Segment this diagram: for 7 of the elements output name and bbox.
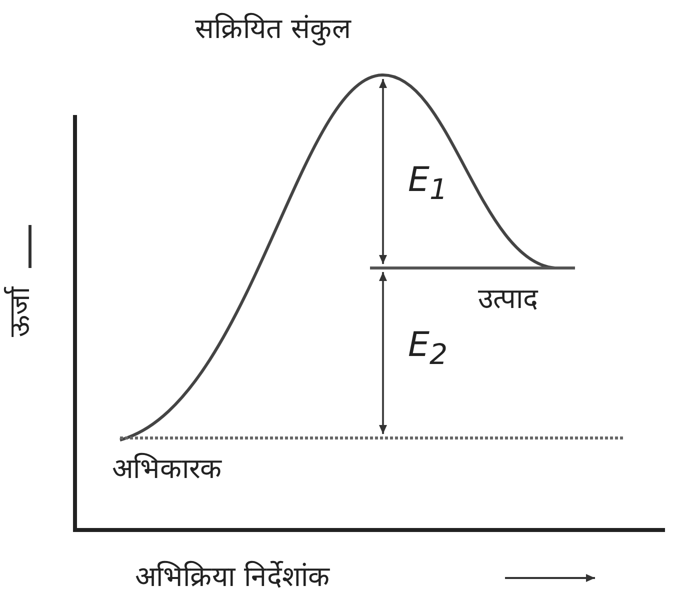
axis-title: ऊर्जा xyxy=(3,286,37,337)
reactant-label: अभिकारक xyxy=(112,452,222,486)
energy-label: E$_{2}$ xyxy=(408,325,448,372)
product-label: उत्पाद xyxy=(478,282,538,316)
peak-label: सक्रियित संकुल xyxy=(195,12,351,46)
energy-label: E$_{1}$ xyxy=(408,160,448,207)
axis-title: अभिक्रिया निर्देशांक xyxy=(135,560,330,594)
